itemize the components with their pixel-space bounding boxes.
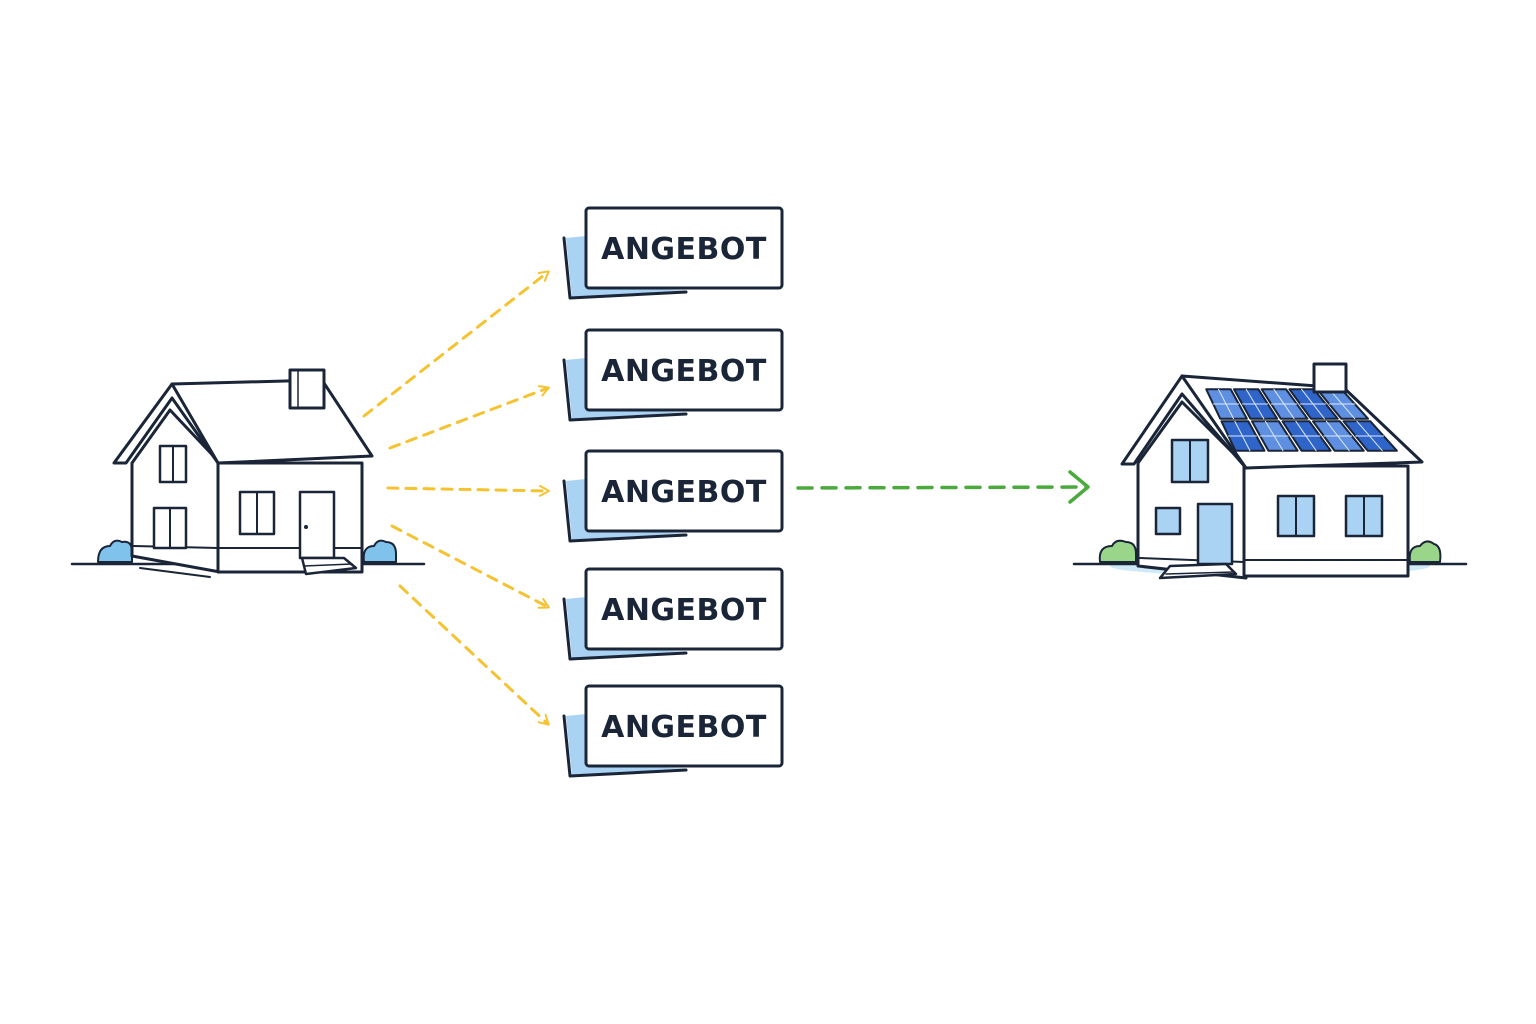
offer-request-arrow [390,524,550,609]
offer-card: ANGEBOT [562,567,784,661]
offer-request-arrows [362,270,550,726]
offer-card: ANGEBOT [562,328,784,422]
offer-card-back-outline [562,236,688,300]
offer-request-arrow [386,484,550,497]
offer-request-arrow [398,584,550,726]
offer-label: ANGEBOT [601,710,767,745]
offer-list: ANGEBOT ANGEBOT ANGEBOT ANGEBOT ANGEBOT [562,206,784,778]
selected-offer-arrow-line [796,485,1088,490]
offer-request-arrow [388,385,550,450]
selected-offer-arrow-head [1068,470,1090,504]
solar-panels-icon [1205,388,1398,452]
offer-card-back [566,714,686,776]
selected-offer-arrow [796,470,1090,504]
offer-card-frame [584,567,784,651]
offer-card-back-outline [562,358,688,422]
offer-card-back [566,236,686,298]
house-with-solar-panels-icon [1072,362,1468,580]
offer-card-back-outline [562,597,688,661]
offer-card-frame [584,449,784,533]
offer-card-back [566,358,686,420]
offer-card: ANGEBOT [562,684,784,778]
offer-card-frame [584,684,784,768]
offer-request-arrow [362,270,550,418]
offer-card-back-outline [562,714,688,778]
offer-card-back [566,597,686,659]
offer-label: ANGEBOT [601,232,767,267]
offer-label: ANGEBOT [601,354,767,389]
offer-card-frame [584,206,784,290]
offer-card-back-outline [562,479,688,543]
offer-label: ANGEBOT [601,475,767,510]
offer-card-frame [584,328,784,412]
house-icon [70,368,426,578]
offer-label: ANGEBOT [601,593,767,628]
offer-card: ANGEBOT [562,206,784,300]
offer-card: ANGEBOT [562,449,784,543]
offer-card-back [566,479,686,541]
